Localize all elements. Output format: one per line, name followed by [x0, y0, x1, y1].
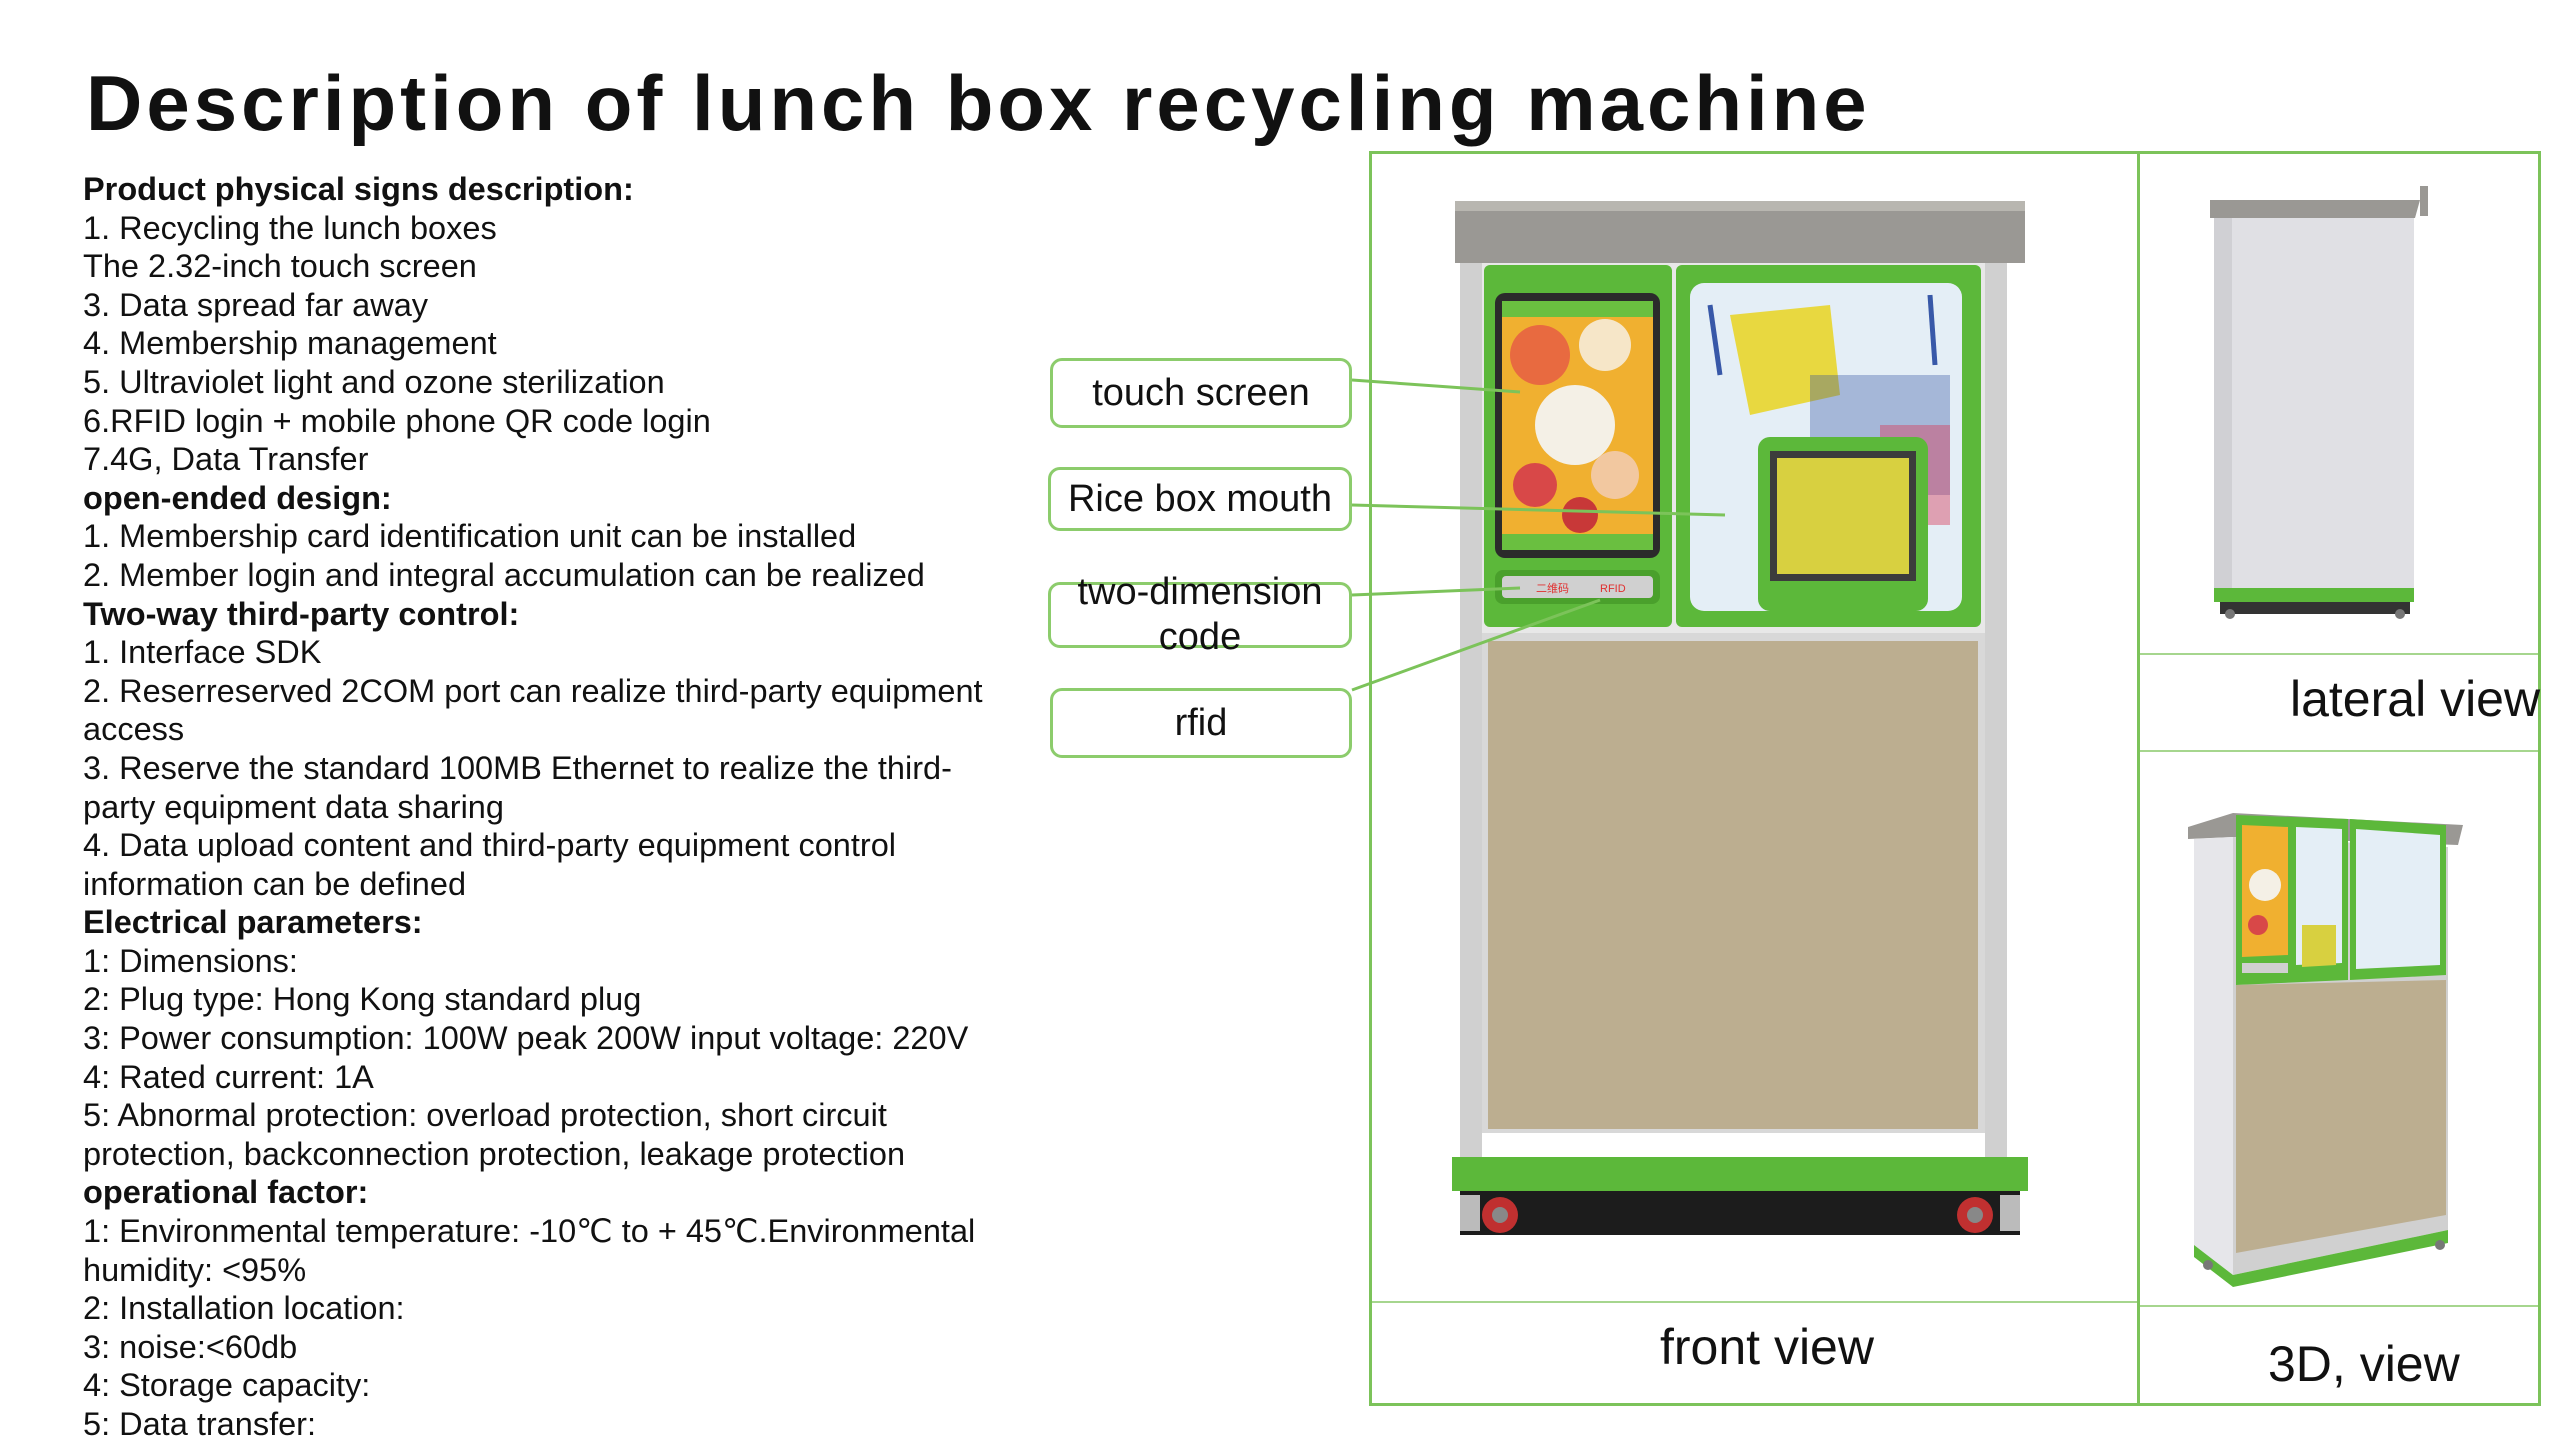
description-item: 6.RFID login + mobile phone QR code logi…	[83, 402, 711, 439]
description-heading: operational factor:	[83, 1174, 369, 1211]
three-d-view-label: 3D, view	[2268, 1336, 2460, 1392]
description-item: 4. Membership management	[83, 325, 497, 362]
description-item: 1: Dimensions:	[83, 942, 298, 979]
lateral-view-label: lateral view	[2290, 671, 2541, 727]
three-d-view-machine-image	[2178, 775, 2478, 1295]
callout-rfid: rfid	[1050, 688, 1352, 758]
lateral-view-machine-image	[2190, 178, 2460, 638]
page-title: Description of lunch box recycling machi…	[86, 59, 1871, 147]
description-item: 5: Abnormal protection: overload protect…	[83, 1097, 906, 1172]
description-item: 1. Recycling the lunch boxes	[83, 209, 497, 246]
description-item: 3. Data spread far away	[83, 286, 429, 323]
qr-label: 二维码	[1536, 582, 1569, 595]
description-heading: open-ended design:	[83, 479, 392, 516]
description-item: 1. Membership card identification unit c…	[83, 518, 857, 555]
lateral-label-divider	[2140, 653, 2538, 655]
description-item: The 2.32-inch touch screen	[83, 248, 477, 285]
description-item: 5: Data transfer:	[83, 1406, 317, 1442]
callout-rice-box-mouth: Rice box mouth	[1048, 467, 1352, 531]
rfid-label: RFID	[1600, 583, 1626, 595]
description-heading: Product physical signs description:	[83, 171, 634, 207]
description-item: 1. Interface SDK	[83, 634, 322, 671]
panel-divider-vertical	[2137, 153, 2140, 1404]
front-label-divider	[1372, 1301, 2137, 1303]
description-item: 2: Plug type: Hong Kong standard plug	[83, 981, 642, 1018]
description-item: 7.4G, Data Transfer	[83, 441, 369, 478]
description-item: 3: Power consumption: 100W peak 200W inp…	[83, 1020, 969, 1057]
description-item: 2: Installation location:	[83, 1290, 405, 1327]
description-item: 4: Rated current: 1A	[83, 1058, 374, 1095]
front-view-machine-image: 二维码 RFID	[1430, 195, 2050, 1265]
callout-touch-screen: touch screen	[1050, 358, 1352, 428]
description-heading: Electrical parameters:	[83, 904, 423, 941]
description-item: 4. Data upload content and third-party e…	[83, 827, 897, 902]
description-item: 2. Member login and integral accumulatio…	[83, 556, 925, 593]
description-item: 4: Storage capacity:	[83, 1367, 371, 1404]
description-item: 2. Reserreserved 2COM port can realize t…	[83, 672, 983, 748]
description-item: 3. Reserve the standard 100MB Ethernet t…	[83, 749, 952, 825]
three-d-label-divider	[2140, 1305, 2538, 1307]
callout-two-dimension-code: two-dimension code	[1048, 571, 1352, 658]
front-view-label: front view	[1660, 1319, 1874, 1375]
description-item: 3: noise:<60db	[83, 1328, 298, 1365]
description-list: Product physical signs description:1. Re…	[83, 170, 1003, 1444]
description-item: 1: Environmental temperature: -10℃ to + …	[83, 1213, 976, 1288]
description-heading: Two-way third-party control:	[83, 595, 520, 632]
description-item: 5. Ultraviolet light and ozone steriliza…	[83, 363, 665, 400]
lateral-bottom-divider	[2140, 750, 2538, 752]
